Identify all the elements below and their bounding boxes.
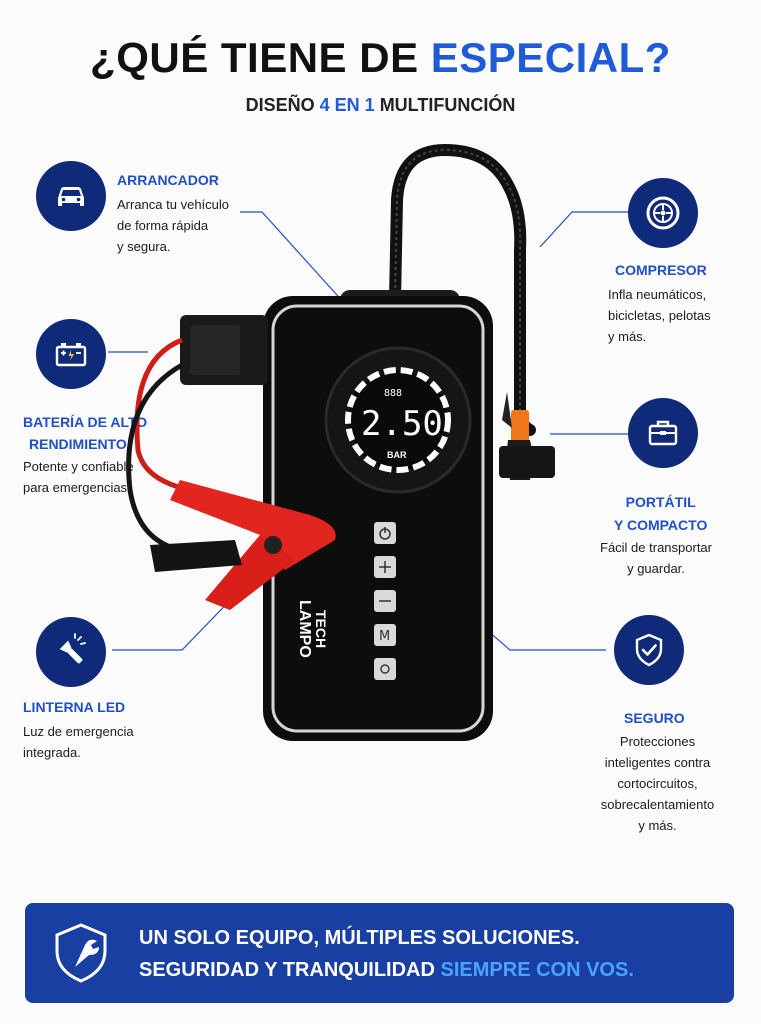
button-light xyxy=(374,658,396,680)
banner-line2-highlight: SIEMPRE CON VOS. xyxy=(440,959,634,981)
flashlight-icon xyxy=(59,633,86,664)
portatil-title-line: PORTÁTIL xyxy=(625,494,696,510)
red-cable xyxy=(134,337,191,493)
compresor-desc: Infla neumáticos, bicicletas, pelotas y … xyxy=(608,284,711,347)
button-mode-label: M xyxy=(379,629,390,644)
portatil-title-line: Y COMPACTO xyxy=(614,517,708,533)
subtitle-pre: DISEÑO xyxy=(245,95,320,115)
hose-collar xyxy=(511,410,529,446)
linterna-icon-circle xyxy=(36,617,106,687)
control-buttons: M xyxy=(374,522,396,680)
bottom-banner: UN SOLO EQUIPO, MÚLTIPLES SOLUCIONES. SE… xyxy=(25,903,734,1003)
arrancador-desc-line: y segura. xyxy=(117,239,171,254)
connector-arrancador xyxy=(240,211,356,316)
briefcase-icon xyxy=(648,420,678,446)
seguro-desc-line: cortocircuitos, xyxy=(617,776,698,791)
jump-starter-device: 888 2.50 BAR M LAMPO TECH xyxy=(126,143,555,741)
page-subtitle: DISEÑO 4 EN 1 MULTIFUNCIÓN xyxy=(0,95,761,116)
bateria-icon-circle xyxy=(36,319,106,389)
arrancador-icon-circle xyxy=(36,161,106,231)
subtitle-post: MULTIFUNCIÓN xyxy=(374,95,516,115)
linterna-title: LINTERNA LED xyxy=(23,699,126,715)
linterna-desc: Luz de emergencia integrada. xyxy=(23,721,134,763)
portatil-desc-line: y guardar. xyxy=(627,561,685,576)
banner-line1: UN SOLO EQUIPO, MÚLTIPLES SOLUCIONES. xyxy=(139,927,580,949)
bateria-desc-line: Potente y confiable xyxy=(23,459,134,474)
compresor-title: COMPRESOR xyxy=(615,262,707,278)
seguro-desc-line: y más. xyxy=(638,818,677,833)
seguro-desc-line: sobrecalentamiento xyxy=(600,797,715,812)
button-mode xyxy=(374,624,396,646)
seguro-desc: Protecciones inteligentes contra cortoci… xyxy=(590,731,725,836)
seguro-desc-line: Protecciones xyxy=(619,734,696,749)
bateria-desc: Potente y confiable para emergencias. xyxy=(23,456,134,498)
arrancador-title: ARRANCADOR xyxy=(117,172,219,188)
seguro-icon-circle xyxy=(614,615,684,685)
arrancador-desc-line: de forma rápida xyxy=(117,218,209,233)
black-clamp xyxy=(150,540,242,572)
arrancador-desc-line: Arranca tu vehículo xyxy=(117,197,230,212)
portatil-desc-line: Fácil de transportar xyxy=(600,540,712,555)
linterna-desc-line: Luz de emergencia xyxy=(23,724,134,739)
shield-check-icon xyxy=(635,633,663,667)
car-icon xyxy=(58,187,84,206)
banner-line2-pre: SEGURIDAD Y TRANQUILIDAD xyxy=(139,959,441,981)
brand-line2: TECH xyxy=(313,610,329,648)
compresor-desc-line: Infla neumáticos, xyxy=(608,287,707,302)
banner-line2: SEGURIDAD Y TRANQUILIDAD SIEMPRE CON VOS… xyxy=(139,959,634,982)
connector-compresor xyxy=(539,211,630,248)
title-main: ¿QUÉ TIENE DE xyxy=(90,34,431,81)
bateria-desc-line: para emergencias. xyxy=(23,480,131,495)
bateria-title: BATERÍA DE ALTO RENDIMIENTO xyxy=(23,411,147,455)
bateria-title-line: RENDIMIENTO xyxy=(29,436,127,452)
page-title: ¿QUÉ TIENE DE ESPECIAL? xyxy=(0,34,761,82)
display-top: 888 xyxy=(384,388,402,399)
title-accent: ESPECIAL? xyxy=(430,34,671,81)
portatil-desc: Fácil de transportar y guardar. xyxy=(600,537,712,579)
display-ring xyxy=(345,367,451,473)
portatil-icon-circle xyxy=(628,398,698,468)
linterna-desc-line: integrada. xyxy=(23,745,81,760)
seguro-desc-line: inteligentes contra xyxy=(604,755,711,770)
hose-chuck xyxy=(499,446,555,478)
shield-tools-icon xyxy=(55,923,107,983)
tire-icon xyxy=(646,196,680,230)
seguro-title: SEGURO xyxy=(624,710,685,726)
black-cable xyxy=(126,362,184,553)
compresor-desc-line: bicicletas, pelotas xyxy=(608,308,711,323)
display-unit: BAR xyxy=(387,450,407,460)
portatil-title: PORTÁTIL Y COMPACTO xyxy=(614,491,707,537)
bateria-title-line: BATERÍA DE ALTO xyxy=(23,414,148,430)
brand-line1: LAMPO xyxy=(296,600,313,658)
red-clamp xyxy=(170,480,336,570)
compresor-icon-circle xyxy=(628,178,698,248)
arrancador-desc: Arranca tu vehículo de forma rápida y se… xyxy=(117,194,229,257)
battery-icon xyxy=(55,343,87,367)
subtitle-accent: 4 EN 1 xyxy=(319,95,375,115)
display-value: 2.50 xyxy=(361,404,443,444)
compresor-desc-line: y más. xyxy=(608,329,647,344)
